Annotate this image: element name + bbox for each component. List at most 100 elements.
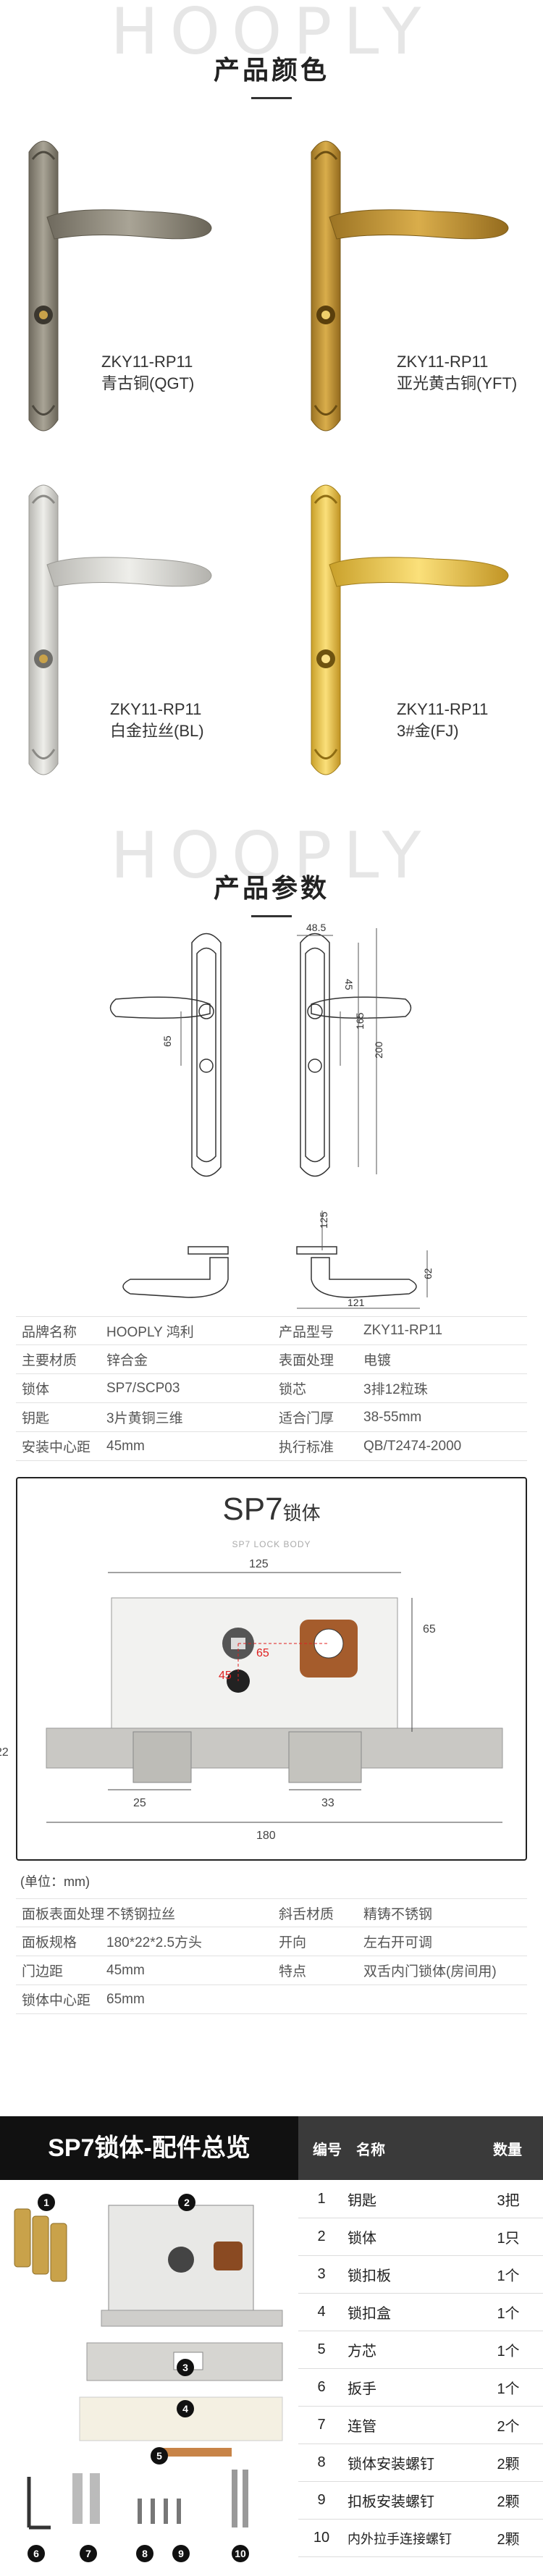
part-badge: 6 xyxy=(28,2545,45,2562)
spec-value: ZKY11-RP11 xyxy=(363,1323,443,1338)
spec-key: 面板表面处理 xyxy=(22,1906,105,1922)
spec-value: SP7/SCP03 xyxy=(106,1380,180,1396)
front-plate xyxy=(191,933,222,1177)
part-badge: 7 xyxy=(80,2545,97,2562)
spec-row: 钥匙 3片黄铜三维 适合门厚 38-55mm xyxy=(16,1403,527,1432)
model-label: ZKY11-RP11 xyxy=(101,353,193,371)
spec-value: 3排12粒珠 xyxy=(363,1382,428,1397)
sp7-title: SP7锁体 xyxy=(222,1491,321,1527)
lock-image-bronze xyxy=(28,140,212,432)
finish-label: 青古铜(QGT) xyxy=(101,374,195,392)
sp7-subtitle: SP7 LOCK BODY xyxy=(232,1539,311,1549)
dim-121: 121 xyxy=(348,1297,365,1308)
spec-row: 锁体 SP7/SCP03 锁芯 3排12粒珠 xyxy=(16,1374,527,1403)
parts-table-header: 编号 名称 数量 xyxy=(298,2116,543,2180)
spec-value: 3片黄铜三维 xyxy=(106,1411,183,1426)
spec-value: 38-55mm xyxy=(363,1409,422,1425)
part-badge: 8 xyxy=(136,2545,153,2562)
dim-bottom-2: 33 xyxy=(321,1797,334,1809)
finish-label: 白金拉丝(BL) xyxy=(110,722,204,740)
spec-key: 品牌名称 xyxy=(22,1324,77,1340)
spec-value: QB/T2474-2000 xyxy=(363,1438,462,1454)
header-name: 名称 xyxy=(356,2142,385,2158)
spec-value: 180*22*2.5方头 xyxy=(106,1935,203,1950)
dim-165: 165 xyxy=(354,1012,366,1030)
dim-bottom-1: 25 xyxy=(133,1797,146,1809)
lock-image-gold xyxy=(311,484,509,775)
model-label: ZKY11-RP11 xyxy=(110,700,202,718)
dim-red-h: 65 xyxy=(256,1647,269,1659)
part-badge: 1 xyxy=(38,2194,55,2211)
model-label: ZKY11-RP11 xyxy=(397,353,489,371)
dim-right: 65 xyxy=(423,1623,436,1636)
sp7-lock-body-panel: SP7锁体 SP7 LOCK BODY 125 65 45 65 22 25 3… xyxy=(0,1477,527,1861)
dim-top: 125 xyxy=(249,1558,269,1570)
spec-key: 锁体 xyxy=(22,1382,50,1397)
spec-value: 精铸不锈钢 xyxy=(363,1906,433,1922)
dim-48-5: 48.5 xyxy=(306,922,326,933)
model-label: ZKY11-RP11 xyxy=(397,700,489,718)
dim-200: 200 xyxy=(373,1041,384,1058)
spec-key: 执行标准 xyxy=(279,1440,334,1455)
spec-value: 锌合金 xyxy=(106,1353,148,1368)
spec-key: 钥匙 xyxy=(22,1411,50,1426)
spec-value: 左右开可调 xyxy=(363,1935,433,1950)
header-qty: 数量 xyxy=(493,2142,522,2158)
params-title: 产品参数 xyxy=(0,867,543,917)
spec-row: 面板表面处理 不锈钢拉丝 斜舌材质 精铸不锈钢 xyxy=(16,1898,527,1927)
spec-value: HOOPLY 鸿利 xyxy=(106,1324,194,1340)
lock-image-silver xyxy=(28,484,212,775)
spec-key: 表面处理 xyxy=(279,1353,334,1368)
part-badge: 10 xyxy=(232,2545,249,2562)
part-badge: 9 xyxy=(172,2545,190,2562)
dim-125: 125 xyxy=(318,1211,329,1229)
sp7-spec-table: 面板表面处理 不锈钢拉丝 斜舌材质 精铸不锈钢 面板规格 180*22*2.5方… xyxy=(16,1898,527,2014)
spec-value: 45mm xyxy=(106,1962,145,1978)
spec-key: 锁芯 xyxy=(279,1382,307,1397)
spec-value: 不锈钢拉丝 xyxy=(106,1906,176,1922)
spec-row: 品牌名称 HOOPLY 鸿利 产品型号 ZKY11-RP11 xyxy=(16,1316,527,1345)
spec-row: 面板规格 180*22*2.5方头 开向 左右开可调 xyxy=(16,1927,527,1956)
part-badge: 3 xyxy=(177,2359,194,2376)
part-badge: 4 xyxy=(177,2400,194,2417)
spec-row: 门边距 45mm 特点 双舌内门锁体(房间用) xyxy=(16,1956,527,1985)
dim-red-v: 45 xyxy=(219,1670,232,1682)
color-caption-4: ZKY11-RP11 3#金(FJ) xyxy=(397,699,488,742)
spec-row: 安装中心距 45mm 执行标准 QB/T2474-2000 xyxy=(16,1432,527,1461)
parts-banner: SP7锁体-配件总览 xyxy=(0,2116,298,2180)
spec-key: 面板规格 xyxy=(22,1935,77,1950)
spec-value: 双舌内门锁体(房间用) xyxy=(363,1964,497,1979)
spec-key: 锁体中心距 xyxy=(22,1993,91,2008)
spec-value: 电镀 xyxy=(363,1353,392,1368)
sp7-unit: (单位：mm) xyxy=(20,1874,90,1889)
spec-value: 45mm xyxy=(106,1438,145,1454)
spec-key: 斜舌材质 xyxy=(279,1906,334,1922)
spec-key: 主要材质 xyxy=(22,1353,77,1368)
dim-left: 22 xyxy=(0,1746,9,1759)
spec-row: 锁体中心距 65mm xyxy=(16,1985,527,2014)
finish-label: 亚光黄古铜(YFT) xyxy=(397,374,518,392)
spec-key: 适合门厚 xyxy=(279,1411,334,1426)
part-badge: 2 xyxy=(178,2194,195,2211)
part-badge: 5 xyxy=(151,2447,168,2465)
spec-key: 产品型号 xyxy=(279,1324,334,1340)
dim-65: 65 xyxy=(161,1035,173,1047)
sp7-diagram xyxy=(46,1572,503,1823)
color-caption-3: ZKY11-RP11 白金拉丝(BL) xyxy=(110,699,204,742)
finish-label: 3#金(FJ) xyxy=(397,722,459,740)
back-plate xyxy=(300,933,330,1177)
header-no: 编号 xyxy=(313,2142,342,2158)
spec-key: 开向 xyxy=(279,1935,307,1950)
lock-image-antique-gold xyxy=(311,140,509,432)
dim-45: 45 xyxy=(343,979,355,990)
color-caption-2: ZKY11-RP11 亚光黄古铜(YFT) xyxy=(397,351,517,395)
